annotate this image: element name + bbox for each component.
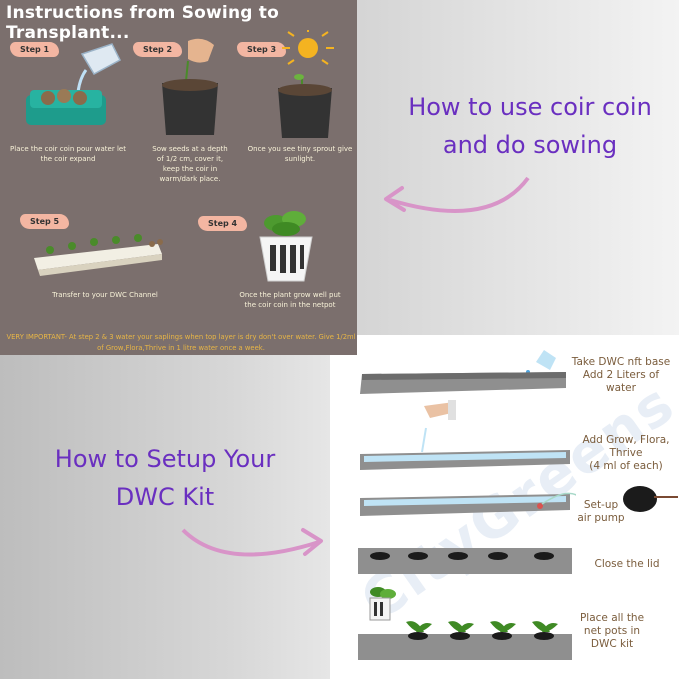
dwc-step-5-text: Place all the net pots in DWC kit [570,612,654,651]
coir-tray-illustration [26,43,121,125]
step-5-badge: Step 5 [20,214,70,229]
dwc-step-1-line2: Add 2 Liters of [582,369,660,381]
sprout-bag-illustration [278,30,334,138]
dwc-heading-line2: DWC Kit [115,483,215,511]
coir-heading-line1: How to use coir coin [408,93,652,121]
step-4-caption: Once the plant grow well put the coir co… [239,291,341,309]
dwc-step-5-line1: Place all the [579,612,645,624]
coir-heading: How to use coir coin and do sowing [385,88,675,164]
dwc-heading: How to Setup Your DWC Kit [20,440,310,516]
dwc-step-3-line1: Set-up [583,499,619,511]
dwc-air-pump-illustration [360,492,576,516]
dwc-channel-illustration [34,234,163,276]
dwc-step-3-line2: air pump [577,512,625,524]
dwc-step-2-line1: Add Grow, Flora, [582,434,670,446]
dwc-step-3-text: Set-up air pump [572,499,630,525]
air-pump-icon [623,486,678,512]
important-note: VERY IMPORTANT- At step 2 & 3 water your… [6,333,356,352]
step-5-caption: Transfer to your DWC Channel [52,291,158,299]
dwc-step-4-text: Close the lid [578,558,676,571]
dwc-nutrients-illustration [360,400,570,470]
dwc-step-4-line1: Close the lid [594,558,660,570]
dwc-step-5-line2: net pots in [583,625,641,637]
step-3-caption: Once you see tiny sprout give sunlight. [247,145,353,163]
dwc-heading-line1: How to Setup Your [54,445,276,473]
background-bottom-left [0,335,330,679]
step-2-caption: Sow seeds at a depth of 1/2 cm, cover it… [152,145,228,183]
step-3-badge: Step 3 [237,42,287,57]
coir-heading-line2: and do sowing [442,131,618,159]
dwc-step-2-text: Add Grow, Flora, Thrive (4 ml of each) [576,434,676,473]
dwc-step-1-line1: Take DWC nft base [571,356,671,368]
step-1-badge: Step 1 [10,42,60,57]
curved-arrow-right [181,528,323,557]
dwc-step-2-line2: Thrive [609,447,643,459]
step-1-caption: Place the coir coin pour water let the c… [10,145,126,163]
panel-title: Instructions from Sowing to Transplant..… [6,3,279,43]
seed-bag-illustration [162,38,218,135]
step-4-badge: Step 4 [198,216,248,231]
dwc-step-5-line3: DWC kit [590,638,634,650]
curved-arrow-left [384,176,530,213]
dwc-netpots-illustration [358,587,572,660]
instructions-panel: Instructions from Sowing to Transplant..… [0,0,357,355]
dwc-step-1-line3: water [606,382,636,394]
dwc-lid-illustration [358,548,572,574]
netpot-plant-illustration [259,211,313,282]
dwc-step-2-line3: (4 ml of each) [589,460,663,472]
dwc-base-illustration [360,350,566,394]
dwc-step-1-text: Take DWC nft base Add 2 Liters of water [566,356,676,395]
step-2-badge: Step 2 [133,42,183,57]
